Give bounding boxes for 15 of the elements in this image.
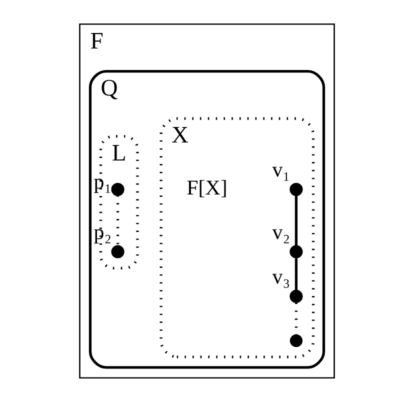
connector [294,195,298,246]
connector [294,258,298,290]
connector [116,195,120,246]
label: F[X] [186,175,228,200]
node-label: p₁ [94,170,112,194]
node-label: v₂ [272,220,290,244]
node-circle [290,245,303,258]
node-circle [111,245,124,258]
node-circle [111,182,124,196]
node-circle [290,334,303,348]
node-label: v₃ [272,264,290,289]
node-label: p₂ [94,220,112,244]
node-circle [290,290,303,303]
node-label: v₁ [272,158,290,182]
node-circle [290,182,303,196]
